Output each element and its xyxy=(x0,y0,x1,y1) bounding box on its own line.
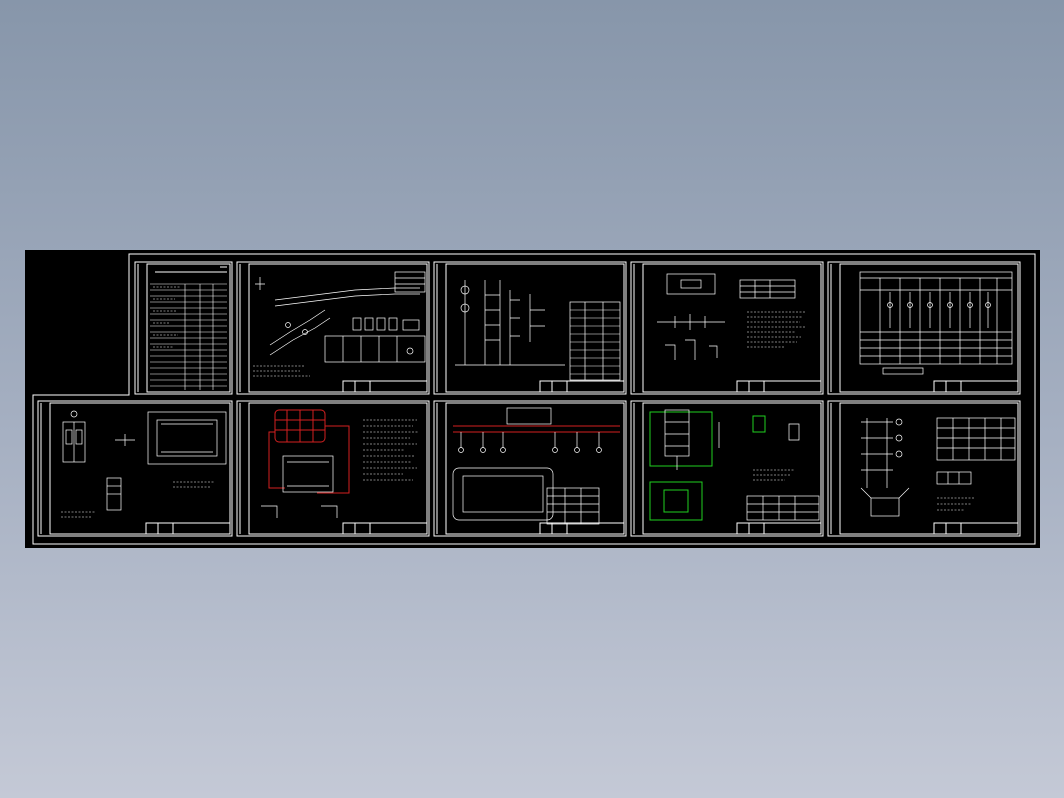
cad-drawing-canvas[interactable] xyxy=(25,250,1040,548)
sheet-drawing-index[interactable] xyxy=(134,261,233,395)
sheet-cable-route-plan[interactable] xyxy=(433,400,627,537)
cad-viewport[interactable] xyxy=(25,250,1040,548)
sheet-pole-assembly-detail[interactable] xyxy=(827,400,1021,537)
outer-frame xyxy=(32,253,1036,545)
sheet-site-layout-plan[interactable] xyxy=(236,261,430,395)
sheet-equipment-elevation[interactable] xyxy=(37,400,233,537)
sheet-steel-structure-detail[interactable] xyxy=(630,400,824,537)
sheet-panel-schedule[interactable] xyxy=(827,261,1021,395)
sheet-foundation-detail[interactable] xyxy=(630,261,824,395)
sheet-single-line-diagram[interactable] xyxy=(433,261,627,395)
sheet-grounding-plan[interactable] xyxy=(236,400,430,537)
